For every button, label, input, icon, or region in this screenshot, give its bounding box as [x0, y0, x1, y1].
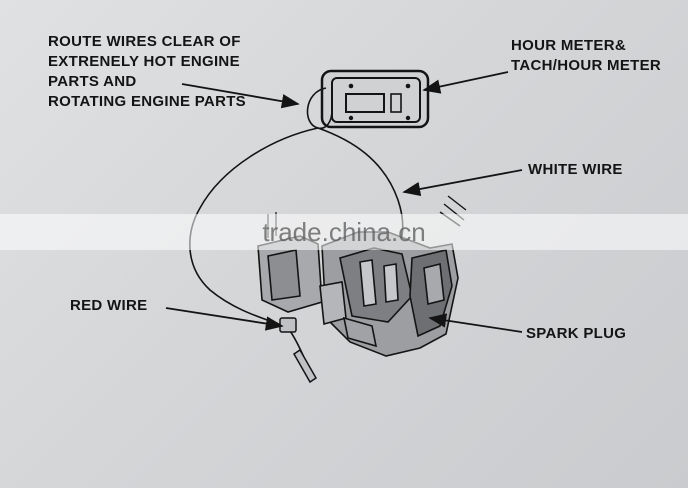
watermark: trade.china.cn — [262, 217, 426, 247]
route-warning-label: ROUTE WIRES CLEAR OF EXTRENELY HOT ENGIN… — [48, 32, 246, 112]
hour-meter-line-2: TACH/HOUR METER — [511, 57, 662, 74]
route-warning-arrow — [181, 83, 300, 109]
red-wire-label: RED WIRE — [70, 297, 148, 314]
hour-meter-label: HOUR METER& TACH/HOUR METER — [511, 36, 661, 76]
white-wire-label: WHITE WIRE — [528, 161, 623, 178]
red-wire-arrow — [165, 307, 284, 331]
spark-plug-arrow — [428, 313, 523, 333]
route-warning-line-1: ROUTE WIRES CLEAR OF — [48, 33, 241, 50]
spark-plug-label: SPARK PLUG — [526, 325, 627, 342]
leader-lines — [165, 71, 523, 333]
hour-meter-device — [320, 69, 430, 129]
spark-plug-boot — [279, 317, 317, 384]
route-warning-line-2: EXTRENELY HOT ENGINE — [48, 53, 240, 70]
watermark-band — [0, 214, 688, 250]
route-warning-line-4: ROTATING ENGINE PARTS — [48, 93, 246, 110]
hour-meter-arrow — [422, 71, 509, 94]
engine-body — [257, 195, 467, 357]
white-wire-arrow — [402, 169, 523, 197]
route-warning-line-3: PARTS AND — [48, 73, 137, 90]
hour-meter-line-1: HOUR METER& — [511, 37, 626, 54]
